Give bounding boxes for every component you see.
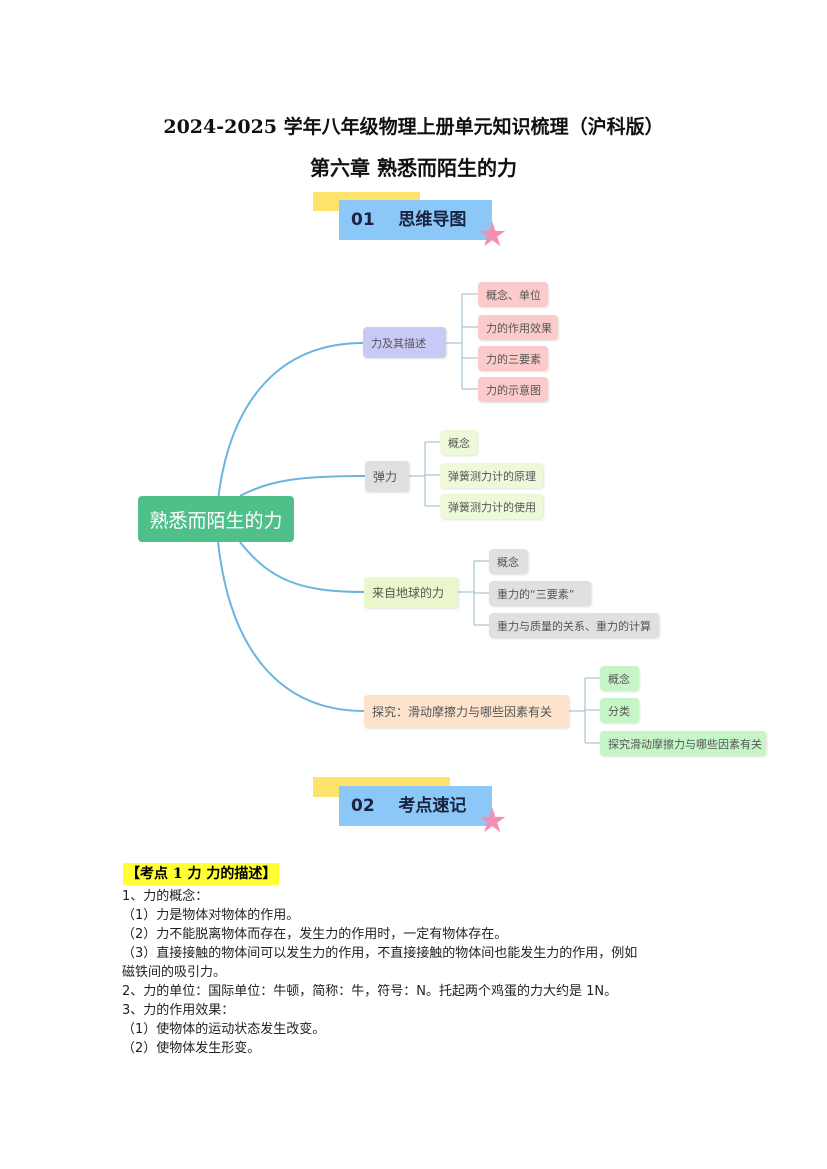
body-line: （1）使物体的运动状态发生改变。 xyxy=(122,1022,326,1037)
kaodian-heading: 【考点 1 力 力的描述】 xyxy=(123,863,280,885)
leaf-node: 力的作用效果 xyxy=(478,315,558,340)
section-label: 01 思维导图 xyxy=(339,200,492,240)
leaf-node: 弹簧测力计的使用 xyxy=(440,494,543,519)
body-line: 磁铁间的吸引力。 xyxy=(122,965,227,980)
leaf-node: 概念 xyxy=(440,430,477,455)
mindmap-center-node: 熟悉而陌生的力 xyxy=(138,496,294,542)
body-line: （1）力是物体对物体的作用。 xyxy=(122,908,300,923)
leaf-node: 概念 xyxy=(600,666,639,691)
leaf-node: 弹簧测力计的原理 xyxy=(440,463,543,488)
star-icon: ★ xyxy=(477,801,508,841)
branch-node: 弹力 xyxy=(365,461,409,492)
branch-node: 来自地球的力 xyxy=(364,577,458,608)
body-line: （2）力不能脱离物体而存在，发生力的作用时，一定有物体存在。 xyxy=(122,927,508,942)
body-line: 1、力的概念： xyxy=(122,889,209,904)
chapter-title: 第六章 熟悉而陌生的力 xyxy=(310,156,517,180)
branch-node: 力及其描述 xyxy=(363,327,446,358)
leaf-node: 重力的“三要素” xyxy=(489,581,591,606)
leaf-node: 力的示意图 xyxy=(478,377,548,402)
leaf-node: 概念 xyxy=(489,549,528,574)
leaf-node: 概念、单位 xyxy=(478,282,548,307)
document-title: 2024-2025 学年八年级物理上册单元知识梳理（沪科版） xyxy=(163,116,664,138)
leaf-node: 重力与质量的关系、重力的计算 xyxy=(489,613,659,638)
leaf-node: 分类 xyxy=(600,698,639,723)
body-line: （3）直接接触的物体间可以发生力的作用，不直接接触的物体间也能发生力的作用，例如 xyxy=(122,946,638,961)
leaf-node: 探究滑动摩擦力与哪些因素有关 xyxy=(600,731,766,756)
star-icon: ★ xyxy=(477,215,508,255)
body-line: 2、力的单位：国际单位：牛顿，简称：牛，符号：N。托起两个鸡蛋的力大约是 1N。 xyxy=(122,984,618,999)
branch-node: 探究：滑动摩擦力与哪些因素有关 xyxy=(364,695,569,728)
body-line: （2）使物体发生形变。 xyxy=(122,1041,261,1056)
leaf-node: 力的三要素 xyxy=(478,346,548,371)
body-line: 3、力的作用效果： xyxy=(122,1003,235,1018)
mindmap-connectors xyxy=(217,293,600,744)
section-label: 02 考点速记 xyxy=(339,786,492,826)
